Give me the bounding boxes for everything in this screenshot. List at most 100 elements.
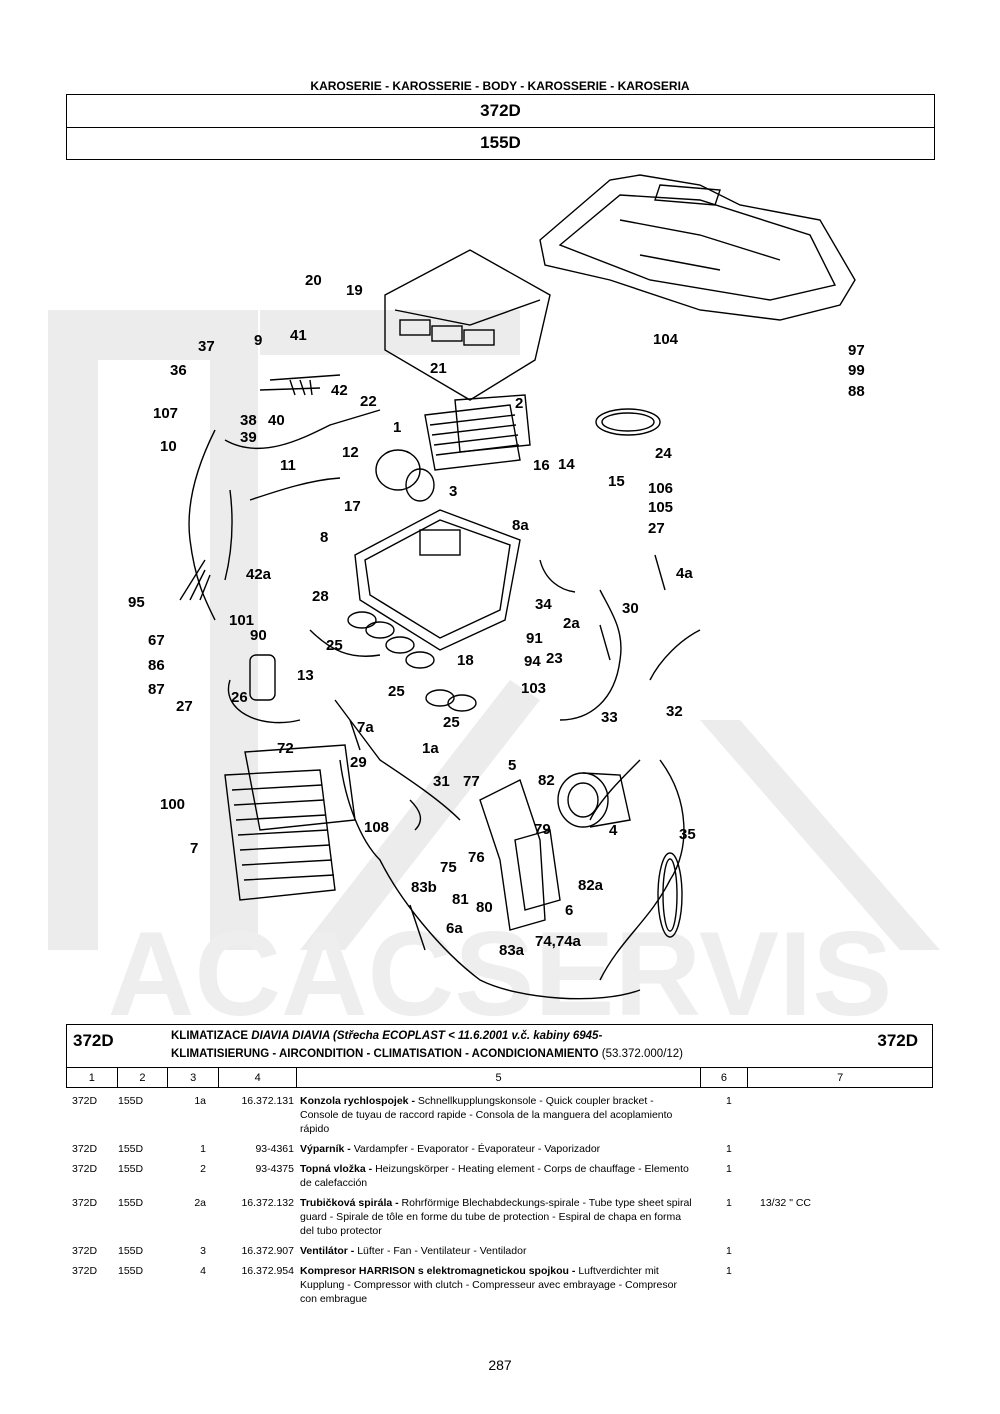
label-2a: 2a (563, 615, 580, 632)
label-41: 41 (290, 327, 307, 344)
table-row: 372D 155D 4 16.372.954 Kompresor HARRISO… (66, 1264, 933, 1306)
label-83a: 83a (499, 942, 525, 959)
header-caption: KAROSERIE - KAROSSERIE - BODY - KAROSSER… (310, 79, 690, 93)
table-row: 372D 155D 2 93-4375 Topná vložka - Heizu… (66, 1162, 933, 1190)
label-15: 15 (608, 473, 625, 490)
label-42: 42 (331, 382, 348, 399)
col-3: 3 (168, 1068, 219, 1088)
cell-model: 372D (72, 1095, 98, 1107)
cell-qty: 1 (726, 1143, 732, 1155)
cell-model: 372D (72, 1163, 98, 1175)
title-italic: DIAVIA DIAVIA (Střecha ECOPLAST < 11.6.2… (251, 1030, 603, 1042)
label-18: 18 (457, 652, 474, 669)
label-33: 33 (601, 709, 618, 726)
part-desc: Heizungskörper - Heating element - Corps… (300, 1163, 689, 1189)
label-5: 5 (508, 757, 516, 774)
label-4a: 4a (676, 565, 693, 582)
label-94: 94 (524, 653, 541, 670)
title-languages: KLIMATISIERUNG - AIRCONDITION - CLIMATIS… (171, 1048, 599, 1060)
label-20: 20 (305, 272, 322, 289)
label-31: 31 (433, 773, 450, 790)
label-39: 39 (240, 429, 257, 446)
label-12: 12 (342, 444, 359, 461)
label-29: 29 (350, 754, 367, 771)
label-87: 87 (148, 681, 165, 698)
watermark-text: ACACSERVIS (108, 907, 893, 1020)
label-6a: 6a (446, 920, 463, 937)
part-desc: Rohrförmige Blechabdeckungs-spirale - Tu… (300, 1197, 692, 1237)
cell-model2: 155D (118, 1245, 144, 1257)
label-26: 26 (231, 689, 248, 706)
label-24: 24 (655, 445, 672, 462)
label-38: 38 (240, 412, 257, 429)
col-5: 5 (297, 1068, 701, 1088)
label-14: 14 (558, 456, 575, 473)
cell-part-number: 93-4361 (255, 1143, 294, 1155)
column-number-row: 1 2 3 4 5 6 7 (67, 1067, 932, 1088)
cell-part-number: 16.372.907 (241, 1245, 294, 1257)
part-name: Topná vložka - (300, 1163, 376, 1175)
label-27b: 27 (176, 698, 193, 715)
table-row: 372D 155D 1a 16.372.131 Konzola rychlosp… (66, 1094, 933, 1136)
label-1a: 1a (422, 740, 439, 757)
cell-qty: 1 (726, 1265, 732, 1277)
col-7: 7 (837, 1072, 844, 1084)
model-box-155d: 155D (66, 126, 935, 160)
cell-model: 372D (72, 1265, 98, 1277)
label-27: 27 (648, 520, 665, 537)
label-77: 77 (463, 773, 480, 790)
label-101: 101 (229, 612, 254, 629)
label-72: 72 (277, 740, 294, 757)
label-90: 90 (250, 627, 267, 644)
part-desc: Schnellkupplungskonsole - Quick coupler … (300, 1095, 673, 1135)
cell-pos: 3 (200, 1245, 206, 1257)
title-bold: KLIMATIZACE (171, 1030, 252, 1042)
label-2: 2 (515, 395, 523, 412)
label-8a: 8a (512, 517, 529, 534)
diagram-labels: 20 19 104 97 99 88 41 9 37 36 107 21 42 … (128, 272, 865, 959)
cell-qty: 1 (726, 1095, 732, 1107)
parts-table-header: 372D KLIMATIZACE DIAVIA DIAVIA (Střecha … (66, 1024, 933, 1088)
label-99: 99 (848, 362, 865, 379)
label-9: 9 (254, 332, 262, 349)
part-name: Výparník - (300, 1143, 354, 1155)
cell-description: Ventilátor - Lüfter - Fan - Ventilateur … (300, 1244, 695, 1258)
label-36: 36 (170, 362, 187, 379)
label-100: 100 (160, 796, 185, 813)
cell-part-number: 16.372.132 (241, 1197, 294, 1209)
diagram-drawing (179, 174, 856, 1000)
cell-model2: 155D (118, 1095, 144, 1107)
label-1: 1 (393, 419, 401, 436)
label-91: 91 (526, 630, 543, 647)
table-title-line2: KLIMATISIERUNG - AIRCONDITION - CLIMATIS… (171, 1048, 683, 1060)
table-code-left: 372D (73, 1031, 114, 1050)
exploded-parts-diagram: ACACSERVIS (48, 174, 940, 1020)
label-21: 21 (430, 360, 447, 377)
label-105: 105 (648, 499, 673, 516)
label-75: 75 (440, 859, 457, 876)
label-81: 81 (452, 891, 469, 908)
label-32: 32 (666, 703, 683, 720)
col-4: 4 (219, 1068, 298, 1088)
label-30: 30 (622, 600, 639, 617)
cell-pos: 2a (194, 1197, 206, 1209)
cell-model2: 155D (118, 1163, 144, 1175)
label-25b: 25 (388, 683, 405, 700)
table-row: 372D 155D 2a 16.372.132 Trubičková spirá… (66, 1196, 933, 1238)
table-row: 372D 155D 3 16.372.907 Ventilátor - Lüft… (66, 1244, 933, 1258)
watermark-graphic (48, 310, 940, 950)
label-35: 35 (679, 826, 696, 843)
label-82a: 82a (578, 877, 604, 894)
part-name: Kompresor HARRISON s elektromagnetickou … (300, 1265, 579, 1277)
cell-pos: 1 (200, 1143, 206, 1155)
cell-model2: 155D (118, 1143, 144, 1155)
label-25c: 25 (443, 714, 460, 731)
label-3: 3 (449, 483, 457, 500)
cell-part-number: 16.372.131 (241, 1095, 294, 1107)
label-108: 108 (364, 819, 389, 836)
label-8: 8 (320, 529, 328, 546)
label-34: 34 (535, 596, 552, 613)
table-title-line1: KLIMATIZACE DIAVIA DIAVIA (Střecha ECOPL… (171, 1030, 602, 1042)
cell-qty: 1 (726, 1163, 732, 1175)
cell-pos: 2 (200, 1163, 206, 1175)
